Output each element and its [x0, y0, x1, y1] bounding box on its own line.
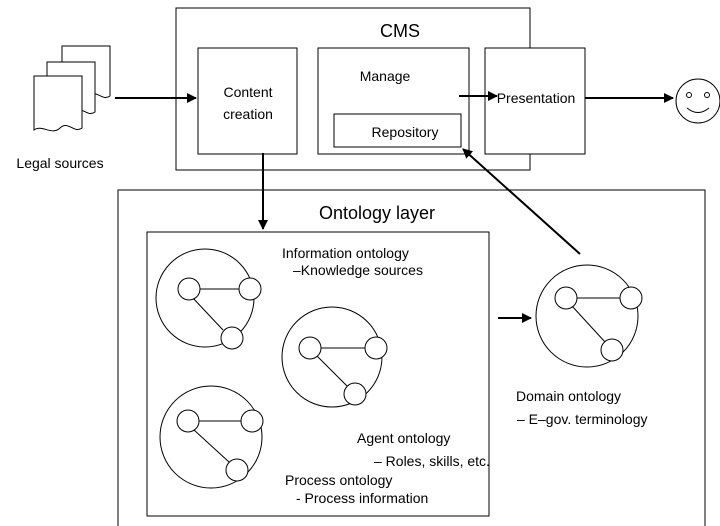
information-ontology-subtitle: –Knowledge sources [293, 262, 423, 278]
presentation-box [484, 47, 586, 155]
repository-label: Repository [372, 124, 439, 140]
domain-ontology-graph [535, 264, 643, 368]
information-ontology-graph [155, 248, 262, 350]
legal-sources-documents-icon [33, 45, 111, 132]
legal-sources-label: Legal sources [16, 155, 103, 171]
content-creation-label-line1: Content [223, 84, 272, 100]
cms-title: CMS [380, 21, 420, 41]
ontology-layer-title: Ontology layer [319, 203, 435, 223]
content-creation-label-line2: creation [223, 106, 273, 122]
smiley-face-icon [675, 78, 720, 124]
domain-ontology-title: Domain ontology [516, 388, 621, 404]
content-creation-box [197, 47, 298, 155]
manage-label: Manage [360, 68, 411, 84]
agent-ontology-graph [281, 306, 388, 408]
process-ontology-graph [159, 385, 264, 489]
agent-ontology-subtitle: – Roles, skills, etc. [374, 453, 490, 469]
information-ontology-title: Information ontology [282, 245, 409, 261]
domain-ontology-subtitle: – E–gov. terminology [517, 411, 647, 427]
presentation-label: Presentation [497, 90, 576, 106]
process-ontology-title: Process ontology [285, 472, 392, 488]
arrow-domain-to-repository [462, 148, 581, 255]
agent-ontology-title: Agent ontology [357, 430, 450, 446]
process-ontology-subtitle: - Process information [296, 490, 428, 506]
repository-box [333, 113, 462, 148]
